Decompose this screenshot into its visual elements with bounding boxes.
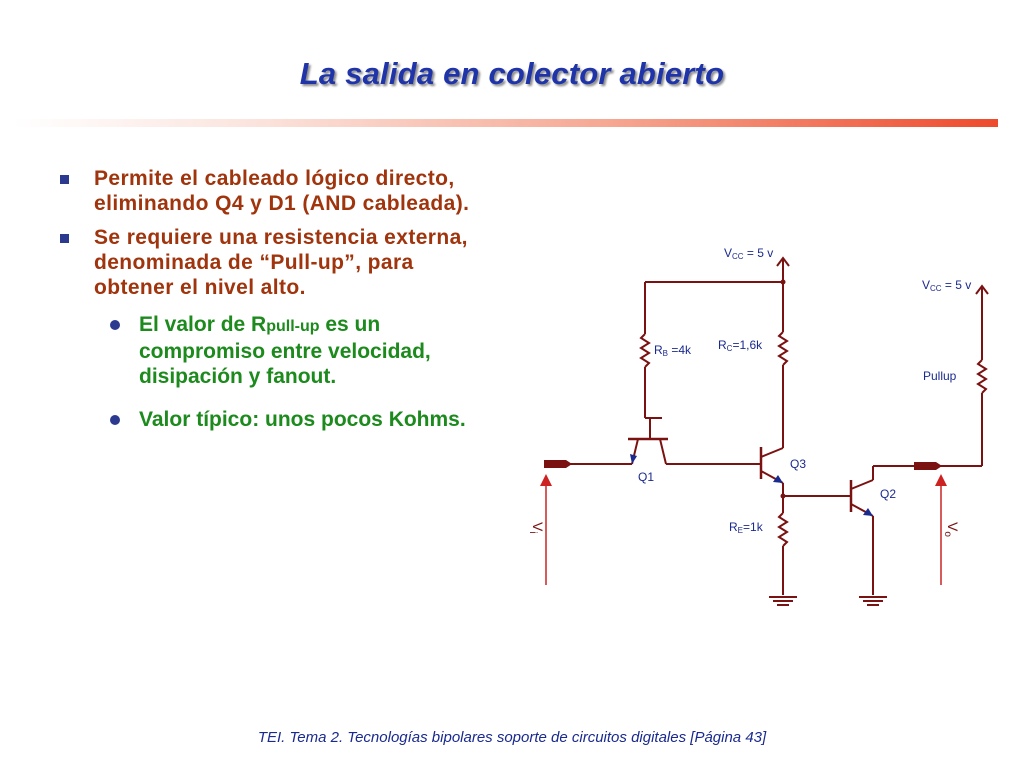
square-bullet-icon — [60, 234, 69, 243]
output-pin-icon — [914, 462, 942, 470]
q2-label: Q2 — [880, 487, 896, 501]
sub-bullet-text: Valor típico: unos pocos Kohms. — [139, 408, 466, 431]
bullet-wired-and: Permite el cableado lógico directo, elim… — [56, 166, 476, 216]
bullet-list: Permite el cableado lógico directo, elim… — [56, 166, 476, 450]
resistor-pullup-icon — [976, 359, 988, 394]
vcc2-label: VCC = 5 v — [922, 278, 971, 293]
q3-label: Q3 — [790, 457, 806, 471]
sub-bullet-text-pre: El valor de R — [139, 313, 267, 336]
pullup-label: Pullup — [923, 369, 957, 383]
square-bullet-icon — [60, 175, 69, 184]
sub-bullet-typical: Valor típico: unos pocos Kohms. — [94, 407, 476, 432]
round-bullet-icon — [110, 415, 120, 425]
resistor-rc-icon — [777, 331, 789, 366]
bullet-pull-up: Se requiere una resistencia externa, den… — [56, 225, 476, 432]
resistor-re-icon — [777, 512, 789, 547]
subscript-pull-up: pull-up — [266, 318, 320, 335]
q1-emitter-arrow-icon — [630, 454, 637, 464]
round-bullet-icon — [110, 320, 120, 330]
bullet-text: Permite el cableado lógico directo, elim… — [94, 167, 470, 215]
slide-title: La salida en colector abierto — [299, 56, 725, 91]
slide-footer: TEI. Tema 2. Tecnologías bipolares sopor… — [257, 729, 767, 746]
vo-label: Vo — [942, 522, 961, 537]
re-label: RE=1k — [729, 520, 764, 535]
vcc1-label: VCC = 5 v — [724, 246, 773, 261]
sub-bullet-compromise: El valor de Rpull-up es un compromiso en… — [94, 312, 476, 389]
rc-label: RC=1,6k — [718, 338, 763, 353]
q1-label: Q1 — [638, 470, 654, 484]
open-collector-circuit: VCC = 5 v VCC = 5 v RB =4k RC=1,6k RE=1k… — [527, 246, 989, 606]
sub-bullet-list: El valor de Rpull-up es un compromiso en… — [94, 312, 476, 432]
input-pin-icon — [544, 460, 572, 468]
q2-emitter-arrow-icon — [863, 508, 873, 516]
junction-dots — [780, 279, 786, 499]
resistor-rb-icon — [639, 333, 651, 368]
q3-emitter-arrow-icon — [773, 475, 783, 483]
rb-label: RB =4k — [654, 343, 692, 358]
ground-icon — [859, 596, 887, 606]
circuit-wires — [562, 256, 989, 606]
sub-bullet-text-post: es un compromiso entre velocidad, disipa… — [139, 313, 431, 388]
bullet-text: Se requiere una resistencia externa, den… — [94, 226, 468, 299]
ground-icon — [769, 596, 797, 606]
vi-label: Vi — [527, 522, 546, 534]
title-underline — [14, 119, 998, 127]
